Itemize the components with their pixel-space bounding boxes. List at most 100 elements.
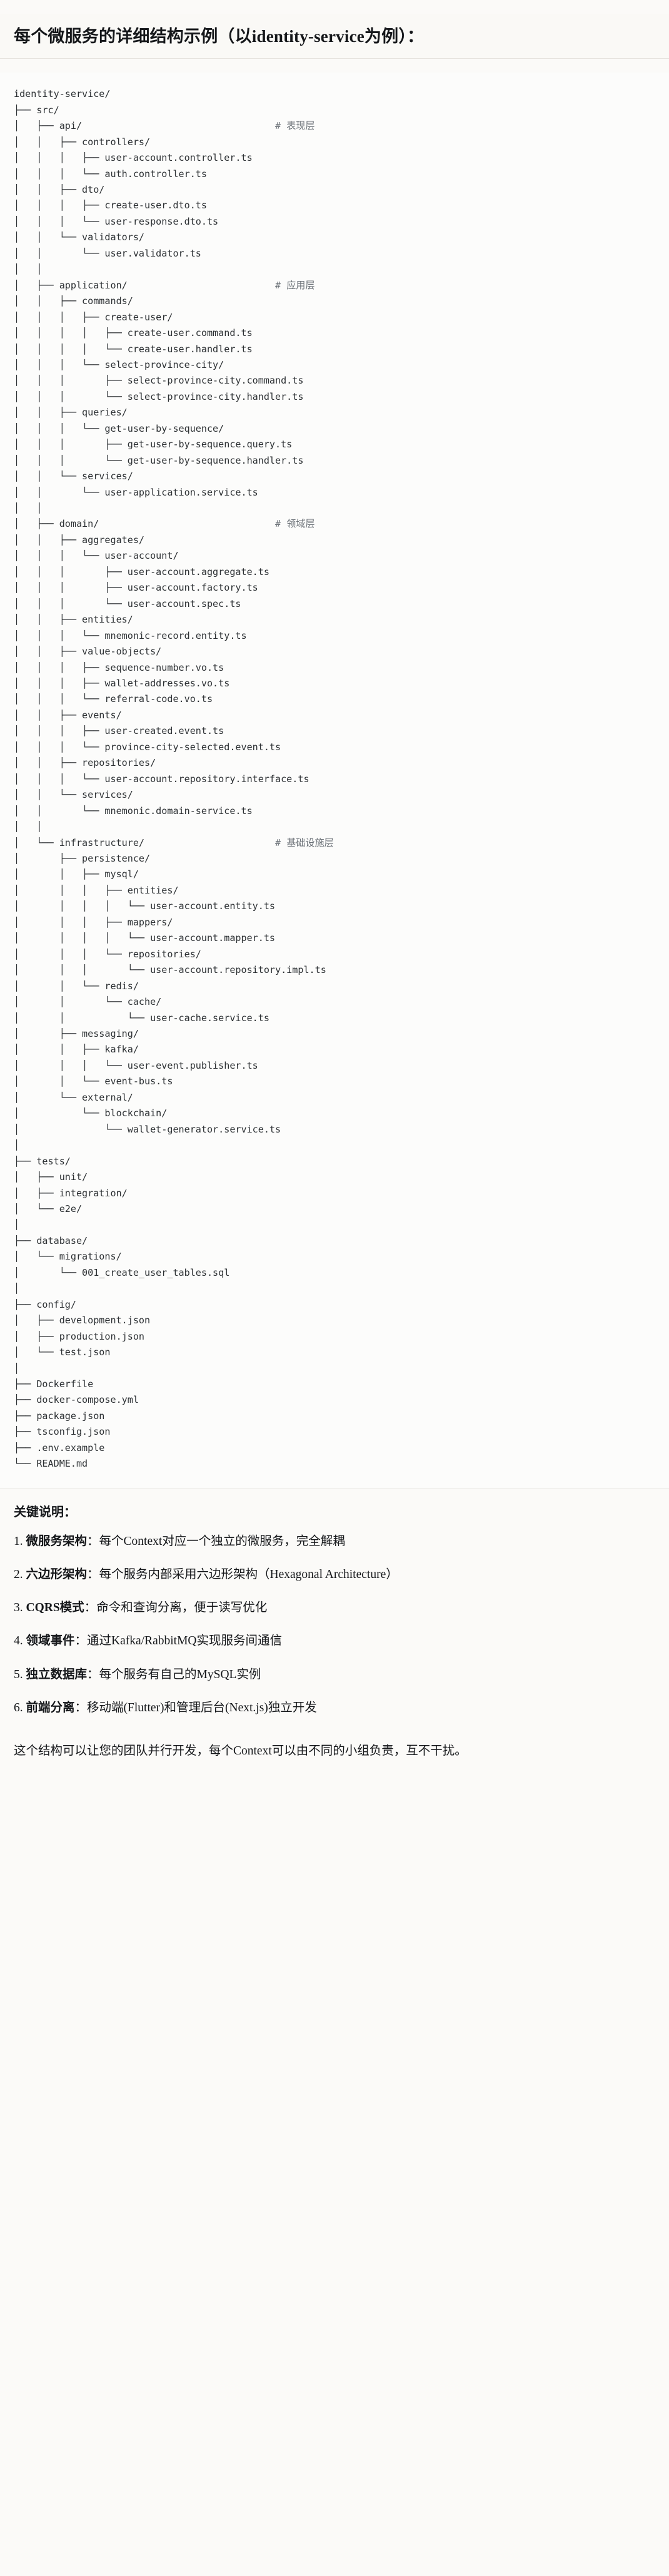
tree-line-path: │ │ │ └── user-event.publisher.ts <box>14 1059 258 1071</box>
tree-line-path: │ │ │ ├── wallet-addresses.vo.ts <box>14 678 230 690</box>
tree-line-path: │ │ └── cache/ <box>14 996 162 1008</box>
tree-line: ├── tsconfig.json <box>14 1426 110 1437</box>
key-point-description: ：每个服务有自己的MySQL实例 <box>87 1667 261 1681</box>
tree-line-gap <box>82 120 275 131</box>
document-page: 每个微服务的详细结构示例（以identity-service为例）： ident… <box>0 14 669 1775</box>
tree-line: │ └── e2e/ <box>14 1203 82 1214</box>
tree-line: │ │ │ ├── user-account.controller.ts <box>14 152 253 163</box>
key-point-item: 前端分离：移动端(Flutter)和管理后台(Next.js)独立开发 <box>14 1699 655 1717</box>
tree-line: │ ├── persistence/ <box>14 853 150 864</box>
key-points-section: 关键说明： 微服务架构：每个Context对应一个独立的微服务，完全解耦六边形架… <box>0 1489 669 1739</box>
tree-line: ├── config/ <box>14 1299 76 1310</box>
tree-line-path: │ └── external/ <box>14 1091 133 1103</box>
tree-line: │ │ ├── aggregates/ <box>14 534 144 546</box>
tree-line: │ │ │ └── user-account/ <box>14 550 179 561</box>
key-points-title: 关键说明： <box>14 1505 76 1519</box>
key-point-description: ：通过Kafka/RabbitMQ实现服务间通信 <box>74 1634 282 1648</box>
tree-line-path: │ └── wallet-generator.service.ts <box>14 1123 281 1135</box>
tree-line-path: │ │ │ └── mnemonic-record.entity.ts <box>14 629 247 641</box>
tree-line: │ │ │ └── select-province-city.handler.t… <box>14 391 303 402</box>
tree-line: │ ├── unit/ <box>14 1171 88 1183</box>
tree-line-path: │ │ ├── mysql/ <box>14 868 139 880</box>
tree-line: identity-service/ <box>14 88 110 99</box>
tree-line-path: │ │ │ ├── get-user-by-sequence.query.ts <box>14 439 293 451</box>
key-point-term: 六边形架构 <box>26 1567 88 1581</box>
key-point-item: 六边形架构：每个服务内部采用六边形架构（Hexagonal Architectu… <box>14 1565 655 1584</box>
tree-line-path: │ │ │ └── auth.controller.ts <box>14 168 207 180</box>
tree-line: │ │ │ └── select-province-city/ <box>14 359 224 370</box>
key-point-term: 领域事件 <box>26 1634 75 1648</box>
tree-line: │ │ ├── mysql/ <box>14 868 139 880</box>
tree-line: │ │ <box>14 502 42 514</box>
tree-line-path: ├── database/ <box>14 1235 88 1246</box>
tree-line: │ │ │ │ └── user-account.mapper.ts <box>14 932 275 944</box>
tree-line-path: │ ├── application/ <box>14 279 128 291</box>
tree-line: │ │ └── services/ <box>14 471 133 482</box>
tree-line-path: │ ├── production.json <box>14 1330 145 1342</box>
tree-line-path: ├── .env.example <box>14 1442 105 1453</box>
tree-line-path: identity-service/ <box>14 88 111 100</box>
tree-line: │ │ │ ├── user-account.factory.ts <box>14 582 258 593</box>
tree-line: │ │ └── user-cache.service.ts <box>14 1012 269 1024</box>
tree-line: │ │ │ └── province-city-selected.event.t… <box>14 741 281 753</box>
tree-line-path: │ ├── messaging/ <box>14 1027 139 1039</box>
tree-line: │ ├── production.json <box>14 1331 144 1342</box>
tree-line-path: ├── package.json <box>14 1410 105 1422</box>
tree-line: │ │ │ ├── create-user/ <box>14 312 173 323</box>
tree-line: │ │ │ └── get-user-by-sequence.handler.t… <box>14 455 303 466</box>
tree-line: │ │ │ ├── get-user-by-sequence.query.ts <box>14 439 292 450</box>
tree-line-path: │ │ └── services/ <box>14 789 133 801</box>
closing-paragraph: 这个结构可以让您的团队并行开发，每个Context可以由不同的小组负责，互不干扰… <box>14 1744 467 1758</box>
tree-line-path: │ │ │ └── user-account/ <box>14 550 179 562</box>
tree-line: ├── .env.example <box>14 1442 104 1453</box>
tree-line-path: │ │ │ ├── user-created.event.ts <box>14 725 224 737</box>
tree-line: └── README.md <box>14 1458 88 1469</box>
tree-line-path: │ │ │ ├── create-user.dto.ts <box>14 200 207 211</box>
key-point-term: 微服务架构 <box>26 1534 88 1548</box>
tree-line-path: │ │ │ │ ├── create-user.command.ts <box>14 327 253 339</box>
tree-line: │ │ │ ├── wallet-addresses.vo.ts <box>14 678 229 689</box>
tree-line-path: │ <box>14 1219 20 1231</box>
key-point-term: CQRS模式 <box>26 1601 84 1615</box>
tree-line-path: │ │ └── redis/ <box>14 980 139 992</box>
tree-line-path: ├── src/ <box>14 104 59 116</box>
tree-line: │ │ └── user-application.service.ts <box>14 487 258 498</box>
tree-line-path: │ ├── api/ <box>14 120 83 132</box>
directory-tree: identity-service/ ├── src/ │ ├── api/ # … <box>14 86 655 1472</box>
tree-line-path: │ ├── unit/ <box>14 1171 88 1183</box>
key-point-item: 独立数据库：每个服务有自己的MySQL实例 <box>14 1666 655 1684</box>
tree-line-path: │ │ ├── kafka/ <box>14 1044 139 1056</box>
tree-line: │ ├── messaging/ <box>14 1028 139 1039</box>
tree-line-path: │ │ └── user.validator.ts <box>14 247 201 259</box>
tree-line: │ │ │ ├── create-user.dto.ts <box>14 200 207 211</box>
tree-line: │ │ │ └── repositories/ <box>14 949 201 960</box>
tree-line-path: │ │ │ └── user-response.dto.ts <box>14 215 219 227</box>
tree-line-path: │ ├── development.json <box>14 1315 151 1326</box>
tree-line: │ │ │ ├── sequence-number.vo.ts <box>14 662 224 673</box>
tree-line: │ │ ├── dto/ <box>14 184 104 195</box>
tree-line: │ │ └── validators/ <box>14 232 144 243</box>
tree-line: │ │ │ └── user-account.spec.ts <box>14 598 241 609</box>
tree-line: │ ├── integration/ <box>14 1188 128 1199</box>
tree-line-path: │ │ ├── entities/ <box>14 614 133 626</box>
tree-line-path: │ │ └── user-application.service.ts <box>14 486 258 498</box>
tree-line-path: │ │ │ ├── user-account.controller.ts <box>14 152 253 164</box>
tree-line-path: │ │ │ └── get-user-by-sequence.handler.t… <box>14 454 304 466</box>
tree-line-gap <box>144 837 275 848</box>
tree-line: │ │ └── cache/ <box>14 996 161 1007</box>
tree-line-path: │ │ ├── aggregates/ <box>14 534 145 546</box>
tree-line: │ └── blockchain/ <box>14 1107 167 1119</box>
tree-line: │ │ ├── entities/ <box>14 614 133 625</box>
tree-line-path: │ │ ├── dto/ <box>14 183 105 195</box>
key-point-description: ：移动端(Flutter)和管理后台(Next.js)独立开发 <box>74 1701 317 1714</box>
tree-line: │ <box>14 1139 19 1151</box>
tree-line-path: │ │ │ └── repositories/ <box>14 948 201 960</box>
tree-line-path: │ └── e2e/ <box>14 1203 83 1214</box>
tree-line-path: │ │ ├── events/ <box>14 709 122 721</box>
tree-line-path: │ │ └── mnemonic.domain-service.ts <box>14 805 253 817</box>
tree-line-path: │ <box>14 1139 20 1151</box>
tree-line-path: │ <box>14 1283 20 1295</box>
tree-line: │ ├── development.json <box>14 1315 150 1326</box>
tree-line-path: │ └── migrations/ <box>14 1251 122 1263</box>
tree-line-comment: # 表现层 <box>275 120 315 132</box>
